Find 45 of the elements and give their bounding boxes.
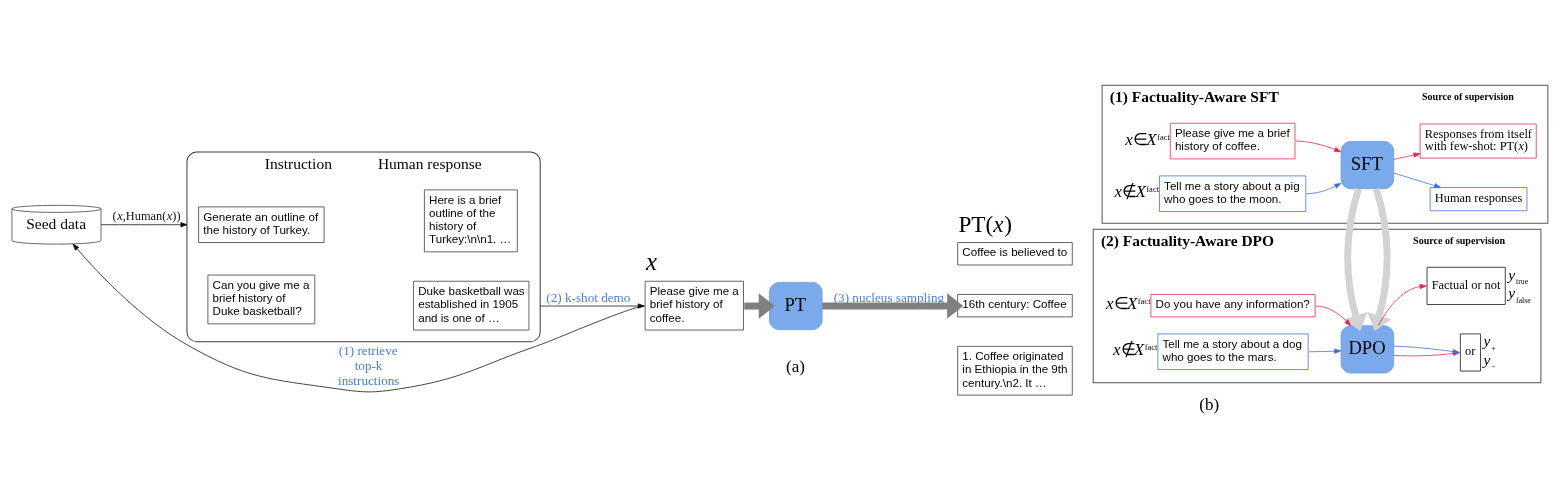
arrow [1393, 152, 1421, 160]
node-label: y$_{−}$ [1483, 350, 1496, 371]
node-box: Do you have any information? [1150, 293, 1316, 317]
arrow [1377, 283, 1427, 326]
node-label: y$_{true}$ [1508, 265, 1529, 286]
node-label: x∈X$^{fact}$ [1105, 293, 1151, 313]
arrow [1393, 172, 1442, 188]
label: (a) [786, 356, 805, 376]
label: (b) [1199, 394, 1220, 414]
arrow [1306, 182, 1342, 194]
edge-label: (x,Human(x)) [112, 208, 181, 223]
arrow [100, 221, 188, 227]
node-label: PT(x) [958, 210, 1012, 237]
node-label: x [645, 247, 657, 275]
node-box: Tell me a story about a dog who goes to the mars. [1157, 333, 1309, 370]
node-box: Please give me a brief history of coffee. [644, 280, 744, 330]
arrow [1308, 348, 1342, 354]
node-box: Factual or not [1426, 266, 1506, 305]
node-label: x∉X$^{fact}$ [1112, 339, 1158, 359]
edge-label: (3) nucleus sampling [833, 289, 945, 305]
node-label: y$_{+}$ [1483, 331, 1496, 353]
node-box: DPO [1340, 324, 1395, 373]
arrow [1343, 187, 1392, 331]
arrow [1315, 305, 1352, 326]
node-box: 1. Coffee originated in Ethiopia in the 9th century.\n2. It … [957, 345, 1073, 395]
edge-label: (1) retrieve top-k instructions [338, 342, 400, 388]
node-box: Human responses [1429, 186, 1528, 211]
node-box: Please give me a brief history of coffee. [1169, 122, 1296, 159]
node-box: Can you give me a brief history of Duke basketball? [207, 274, 316, 324]
node-label: x∉X$^{fact}$ [1114, 181, 1160, 201]
node-box: Here is a brief outline of the history of Turkey:\n\n1. … [424, 188, 518, 252]
node-box: 16th century: Coffee [957, 293, 1073, 317]
node-label: y$_{false}$ [1508, 283, 1531, 305]
node-box: Responses from itself with few-shot: PT(x) [1419, 123, 1537, 158]
arrow [1295, 140, 1342, 152]
node-label: x∈X$^{fact}$ [1125, 129, 1170, 149]
edge-label: (2) k-shot demo [546, 289, 631, 305]
arrow [822, 292, 964, 319]
node-box: or [1459, 333, 1481, 371]
node-box: Generate an outline of the history of Turkey. [198, 206, 325, 243]
node-box: Duke basketball was established in 1905 and is one of … [413, 280, 530, 330]
node-box: Tell me a story about a pig who goes to the moon. [1159, 175, 1307, 212]
node-box: PT [769, 281, 823, 330]
node-box: Coffee is believed to [957, 241, 1073, 265]
node-box: SFT [1340, 140, 1395, 189]
